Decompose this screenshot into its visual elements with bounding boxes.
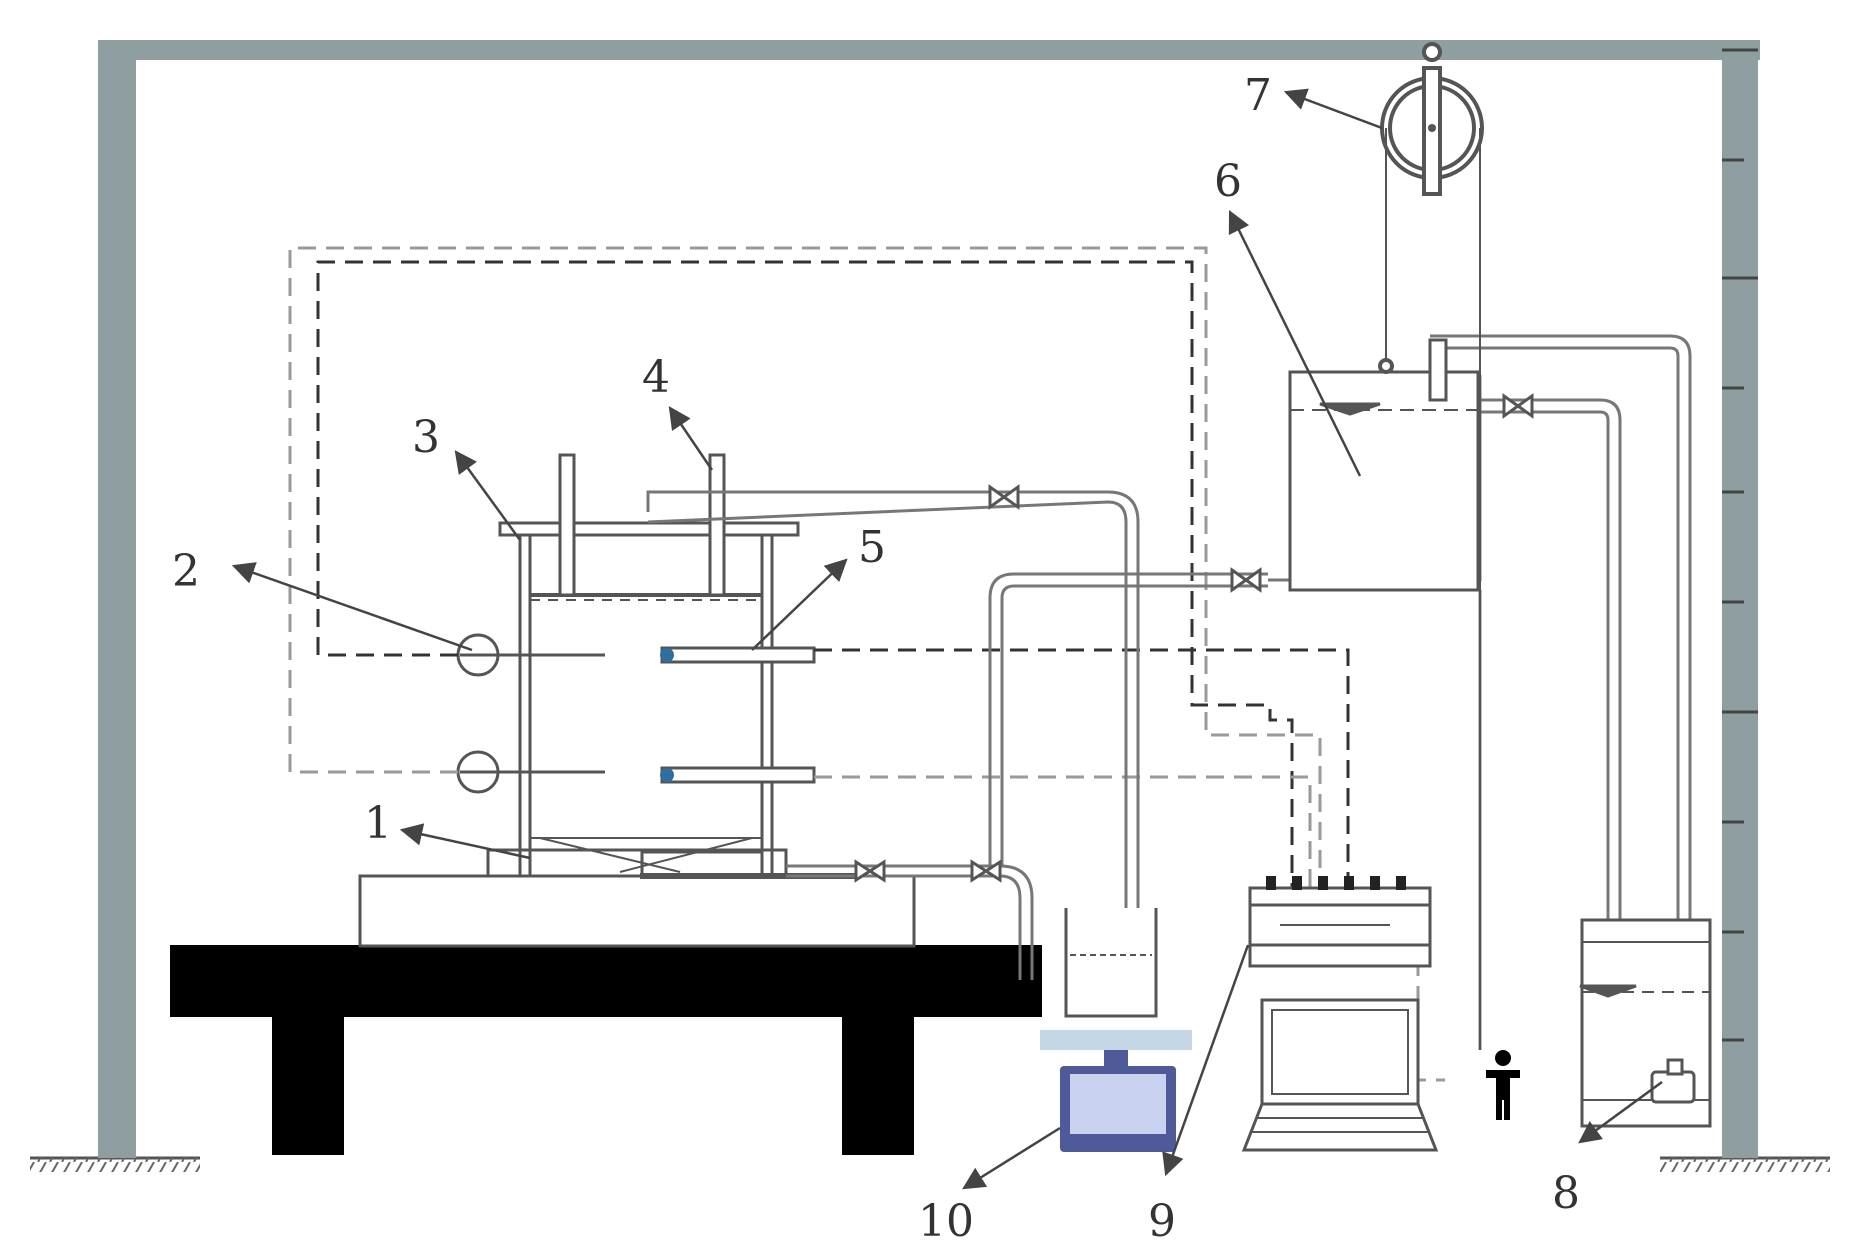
moisture-probes (660, 646, 816, 784)
label-3: 3 (412, 412, 440, 463)
component-labels: 1 2 3 4 5 6 7 8 9 10 (172, 70, 1580, 1247)
water-supply-tank (1288, 338, 1480, 592)
lab-table (170, 945, 1042, 1155)
pressure-sensors (456, 633, 605, 794)
valves (854, 393, 1534, 883)
label-1: 1 (364, 798, 392, 849)
laptop (1241, 998, 1439, 1152)
pulley (1378, 42, 1484, 1050)
base-slab (358, 874, 916, 948)
label-2: 2 (172, 546, 200, 597)
electronic-balance (1040, 1030, 1192, 1152)
data-logger (1248, 876, 1432, 968)
leader-arrows (231, 88, 1663, 1190)
soil-column (486, 521, 860, 879)
frame-top-beam (98, 40, 1760, 60)
label-10: 10 (918, 1196, 974, 1247)
support-frame (98, 40, 1760, 1158)
piezometer-rods (558, 453, 726, 597)
label-9: 9 (1148, 1196, 1176, 1247)
label-4: 4 (642, 352, 670, 403)
signal-wiring-dark (316, 260, 1350, 890)
person-icon (1486, 1050, 1520, 1120)
label-6: 6 (1214, 156, 1242, 207)
frame-left-column (98, 40, 136, 1158)
label-5: 5 (858, 522, 886, 573)
frame-ticks (1722, 48, 1758, 1042)
label-8: 8 (1552, 1168, 1580, 1219)
label-7: 7 (1244, 70, 1272, 121)
frame-right-column (1722, 40, 1758, 1158)
outflow-beaker (1064, 908, 1158, 1018)
reservoir-with-pump (1579, 918, 1712, 1128)
